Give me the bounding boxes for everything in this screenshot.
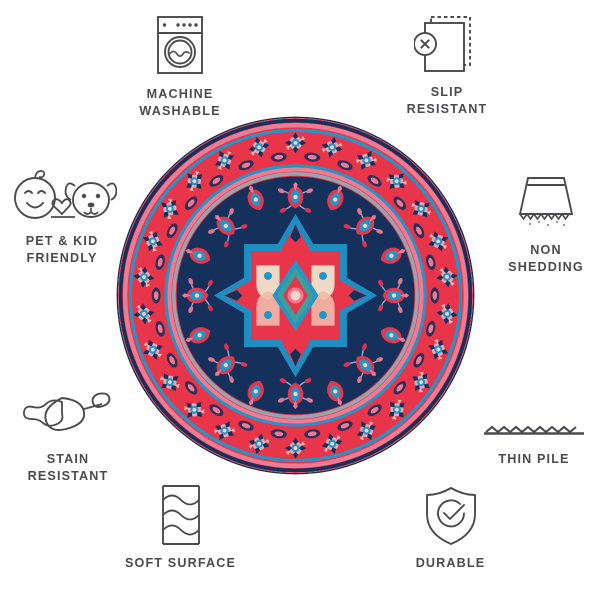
feature-label: STAIN RESISTANT	[27, 452, 109, 483]
washing-machine-icon	[152, 13, 208, 77]
feature-label: SLIP RESISTANT	[406, 85, 488, 116]
baby-and-dog-icon	[7, 168, 117, 224]
feature-label: DURABLE	[415, 556, 486, 570]
wavy-lines-icon	[156, 484, 206, 546]
shield-check-icon	[423, 484, 479, 546]
feature-label: NON SHEDDING	[508, 243, 584, 274]
feature-thin-pile: THIN PILE	[468, 420, 600, 468]
low-pile-icon	[482, 420, 586, 438]
feature-slip-resistant: SLIP RESISTANT	[372, 13, 522, 117]
feature-durable: DURABLE	[378, 484, 523, 572]
no-slip-icon	[414, 13, 480, 75]
feature-non-shedding: NON SHEDDING	[488, 170, 600, 275]
feature-label: THIN PILE	[498, 452, 570, 466]
rug-pattern	[118, 118, 473, 473]
feature-label: PET & KID FRIENDLY	[25, 234, 99, 265]
feature-soft-surface: SOFT SURFACE	[108, 484, 253, 572]
feature-label: SOFT SURFACE	[124, 556, 237, 570]
product-rug-image	[118, 118, 473, 473]
round-rug	[118, 118, 473, 473]
feature-stain-resistant: STAIN RESISTANT	[0, 388, 138, 484]
feature-pet-kid-friendly: PET & KID FRIENDLY	[0, 168, 126, 266]
rug-fringe-icon	[510, 170, 582, 230]
spilled-glass-icon	[18, 388, 118, 442]
feature-machine-washable: MACHINE WASHABLE	[105, 13, 255, 119]
feature-label: MACHINE WASHABLE	[139, 87, 221, 118]
